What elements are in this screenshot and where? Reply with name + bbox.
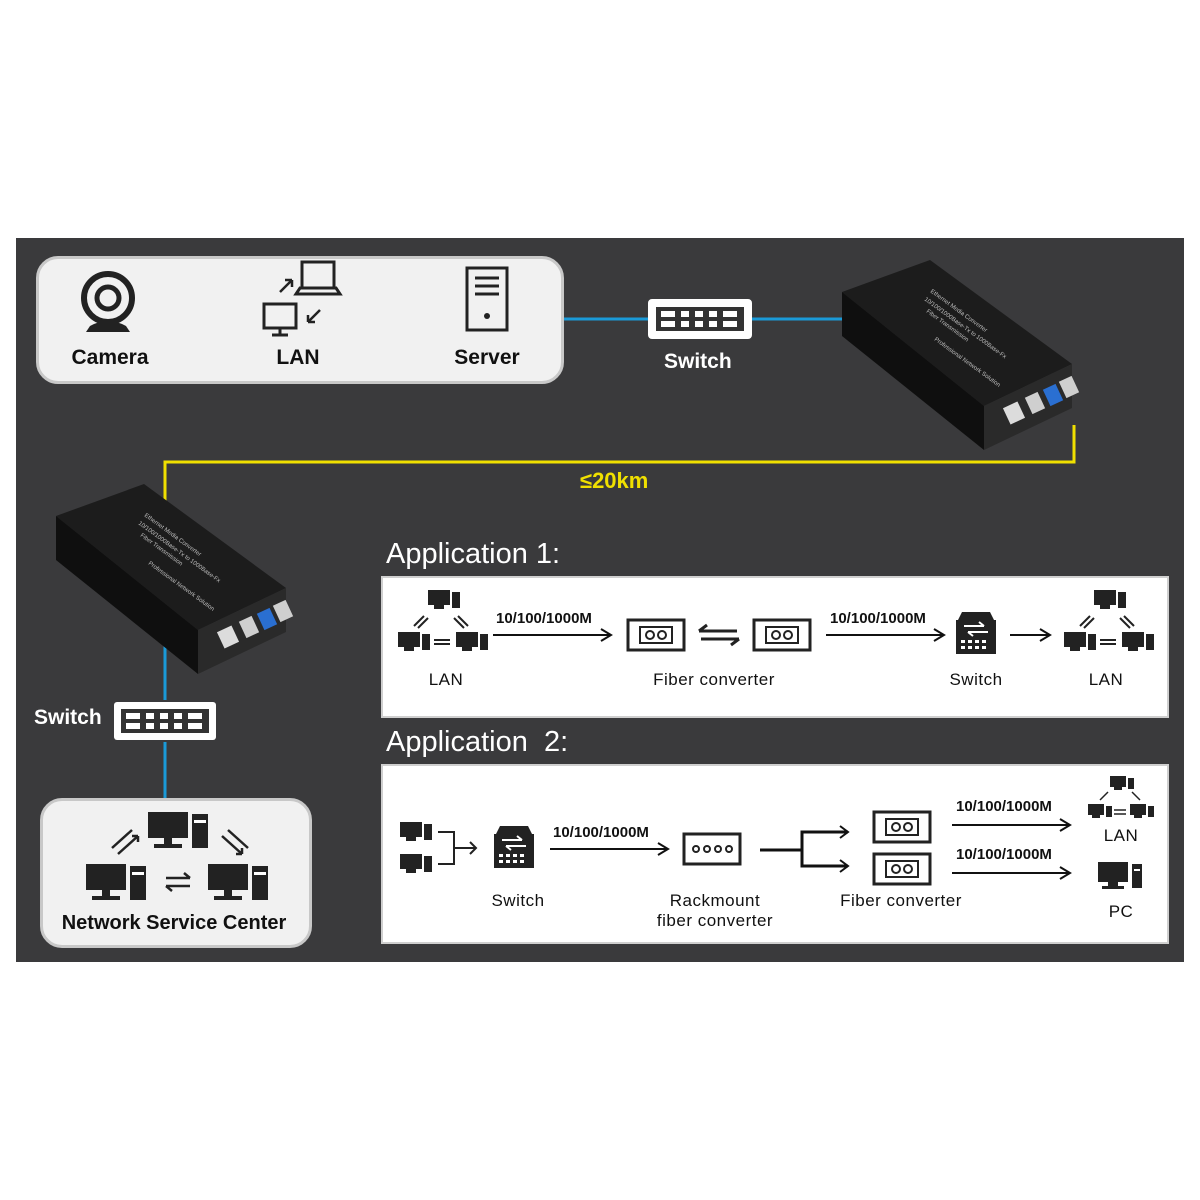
media-converter-device-left: Ethernet Media Converter 10/100/1000Base… bbox=[56, 484, 294, 674]
lan-cluster-icon-right bbox=[1064, 590, 1154, 651]
app2-speed-b: 10/100/1000M bbox=[956, 798, 1052, 815]
app1-speed-a: 10/100/1000M bbox=[496, 610, 592, 627]
bidirectional-arrow-icon bbox=[698, 623, 740, 647]
app2-arrow-c bbox=[952, 866, 1072, 880]
fiber-converter-icon-a bbox=[626, 618, 686, 652]
lan-cluster-icon-app2 bbox=[1088, 776, 1154, 818]
network-cluster-icon bbox=[86, 812, 268, 900]
switch-top-label: Switch bbox=[664, 350, 732, 373]
app2-arrow-b bbox=[952, 818, 1072, 832]
app1-switch-label: Switch bbox=[949, 670, 1003, 689]
app2-rackmount-line1: Rackmount bbox=[669, 891, 761, 910]
app2-switch-label: Switch bbox=[491, 891, 545, 910]
app1-lan-left-label: LAN bbox=[428, 670, 464, 689]
lan-exchange-icon bbox=[262, 260, 343, 337]
app2-pc-label: PC bbox=[1108, 902, 1134, 921]
camera-icon bbox=[81, 271, 135, 332]
lan-label: LAN bbox=[276, 346, 320, 369]
app2-arrow-a bbox=[550, 842, 670, 856]
server-label: Server bbox=[454, 346, 520, 369]
yellow-fiber-line bbox=[163, 425, 1076, 520]
network-service-center-label: Network Service Center bbox=[61, 912, 287, 934]
application-1-title: Application 1: bbox=[386, 538, 561, 570]
app2-lan-label: LAN bbox=[1103, 826, 1139, 845]
app1-fiber-converter-label: Fiber converter bbox=[653, 670, 775, 689]
switch-left-label: Switch bbox=[34, 706, 102, 729]
app1-arrow-a bbox=[493, 628, 613, 642]
app2-speed-c: 10/100/1000M bbox=[956, 846, 1052, 863]
fiber-converter-icon-d bbox=[872, 852, 932, 886]
server-tower-icon bbox=[465, 266, 509, 332]
lan-cluster-icon-left bbox=[398, 590, 488, 651]
rackmount-converter-icon bbox=[682, 832, 742, 866]
app2-fiber-converter-label: Fiber converter bbox=[840, 891, 962, 910]
app2-rackmount-line2: fiber converter bbox=[656, 911, 774, 930]
switch-top-icon bbox=[648, 299, 752, 339]
fiber-converter-icon-c bbox=[872, 810, 932, 844]
app1-arrow-b bbox=[826, 628, 946, 642]
switch-box-icon-app1 bbox=[956, 612, 996, 654]
pc-icon bbox=[1098, 862, 1142, 889]
app1-speed-b: 10/100/1000M bbox=[830, 610, 926, 627]
switch-left-icon bbox=[114, 702, 216, 740]
media-converter-device-top: Ethernet Media Converter 10/100/1000Base… bbox=[842, 260, 1080, 450]
app2-speed-a: 10/100/1000M bbox=[553, 824, 649, 841]
app1-arrow-c bbox=[1010, 628, 1052, 642]
application-2-title: Application 2: bbox=[386, 726, 569, 758]
switch-box-icon-app2 bbox=[494, 826, 534, 868]
app2-split-arrow bbox=[760, 825, 850, 873]
fiber-converter-icon-b bbox=[752, 618, 812, 652]
pc-pair-icon bbox=[400, 822, 478, 873]
camera-label: Camera bbox=[71, 346, 149, 369]
app1-lan-right-label: LAN bbox=[1088, 670, 1124, 689]
fiber-distance-label: ≤20km bbox=[580, 468, 649, 493]
